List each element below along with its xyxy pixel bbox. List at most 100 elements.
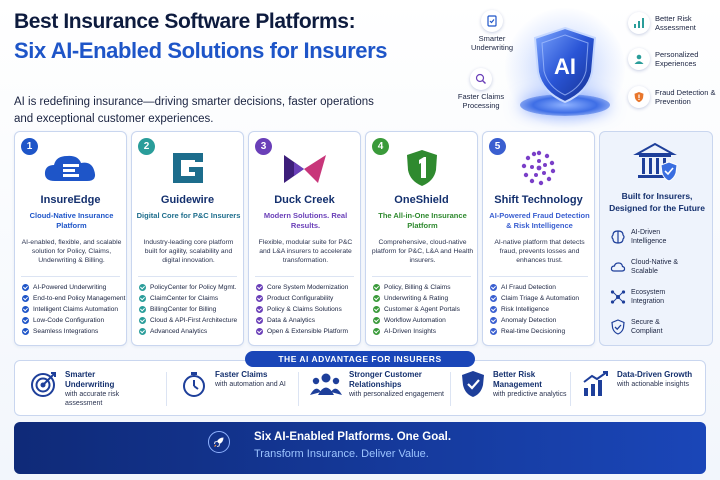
list-item: Policy & Claims Solutions (256, 304, 348, 315)
check-icon (490, 317, 497, 324)
cloud-icon (610, 262, 626, 272)
card-feature-list: Policy, Billing & Claims Underwriting & … (373, 282, 460, 337)
check-icon (373, 317, 380, 324)
card-tagline: Digital Core for P&C Insurers (136, 211, 241, 220)
list-item: PolicyCenter for Policy Mgmt. (139, 282, 237, 293)
advantage-divider (450, 372, 451, 406)
summary-item: Ecosystem Integration (610, 288, 691, 306)
check-icon (139, 306, 146, 313)
hero-feature-fraud: Fraud Detection & Prevention (628, 86, 717, 108)
magnifier-clock-icon (470, 68, 492, 90)
hero-feature-personalized: Personalized Experiences (628, 48, 711, 70)
person-icon (628, 48, 650, 70)
list-item: Underwriting & Rating (373, 293, 460, 304)
list-item: Anomaly Detection (490, 315, 579, 326)
hero-feature-underwriting: Smarter Underwriting (468, 10, 516, 52)
list-item: AI Fraud Detection (490, 282, 579, 293)
list-item: Real-time Decisioning (490, 326, 579, 337)
bar-chart-icon (628, 12, 650, 34)
card-divider (489, 276, 588, 277)
card-tagline: AI-Powered Fraud Detection & Risk Intell… (489, 211, 590, 230)
list-item: Risk Intelligence (490, 304, 579, 315)
list-item: BillingCenter for Billing (139, 304, 237, 315)
check-icon (256, 295, 263, 302)
check-icon (256, 284, 263, 291)
card-title: InsureEdge (40, 194, 101, 206)
list-item: Customer & Agent Portals (373, 304, 460, 315)
platform-card-duckcreek: 3 Duck Creek Modern Solutions. Real Resu… (248, 131, 361, 346)
list-item: Claim Triage & Automation (490, 293, 579, 304)
hero-graphic: AI Smarter Underwriting Faster Claims Pr… (450, 0, 720, 128)
card-feature-list: AI Fraud Detection Claim Triage & Automa… (490, 282, 579, 337)
clipboard-check-icon (481, 10, 503, 32)
summary-card: Built for Insurers, Designed for the Fut… (599, 131, 713, 346)
page-title: Best Insurance Software Platforms: (14, 10, 356, 33)
summary-item: AI-Driven Intelligence (610, 228, 691, 246)
list-item: Core System Modernization (256, 282, 348, 293)
check-icon (22, 328, 29, 335)
card-description: Industry-leading core platform built for… (143, 239, 234, 264)
list-item: Workflow Automation (373, 315, 460, 326)
check-icon (22, 295, 29, 302)
list-item: Advanced Analytics (139, 326, 237, 337)
card-tagline: Cloud-Native Insurance Platform (29, 211, 114, 230)
check-icon (22, 317, 29, 324)
advantage-divider (166, 372, 167, 406)
brain-icon (611, 230, 625, 244)
hero-platform (520, 94, 610, 116)
list-item: Low-Code Configuration (22, 315, 125, 326)
list-item: AI-Driven Insights (373, 326, 460, 337)
card-divider (255, 276, 354, 277)
growth-chart-icon (583, 371, 608, 396)
insureedge-logo (15, 146, 126, 190)
page-subtitle-heading: Six AI-Enabled Solutions for Insurers (14, 38, 388, 63)
card-title: Shift Technology (494, 194, 583, 206)
footer-headline: Six AI-Enabled Platforms. One Goal. (254, 431, 452, 443)
summary-item: Cloud-Native & Scalable (610, 258, 691, 276)
intro-text: AI is redefining insurance—driving smart… (14, 96, 374, 125)
hero-feature-risk: Better Risk Assessment (628, 12, 711, 34)
card-feature-list: PolicyCenter for Policy Mgmt. ClaimCente… (139, 282, 237, 337)
check-icon (373, 284, 380, 291)
target-icon (31, 372, 56, 397)
list-item: End-to-end Policy Management (22, 293, 125, 304)
check-icon (490, 306, 497, 313)
duckcreek-logo (249, 146, 360, 190)
list-item: Seamless Integrations (22, 326, 125, 337)
check-icon (373, 306, 380, 313)
platform-card-shift: 5 Shift Technology AI-Powered Fraud Dete… (482, 131, 595, 346)
advantage-panel (14, 360, 706, 416)
list-item: Cloud & API-First Architecture (139, 315, 237, 326)
rocket-icon (208, 431, 230, 453)
card-description: Flexible, modular suite for P&C and L&A … (258, 239, 353, 264)
card-feature-list: AI-Powered Underwriting End-to-end Polic… (22, 282, 125, 337)
guidewire-logo (132, 146, 243, 190)
card-divider (138, 276, 237, 277)
list-item: Data & Analytics (256, 315, 348, 326)
card-number-badge: 5 (489, 138, 506, 155)
ai-badge-text: AI (554, 54, 576, 79)
card-number-badge: 2 (138, 138, 155, 155)
check-icon (490, 295, 497, 302)
check-icon (139, 317, 146, 324)
card-number-badge: 4 (372, 138, 389, 155)
summary-title: Built for Insurers, Designed for the Fut… (609, 191, 705, 213)
check-icon (256, 317, 263, 324)
check-icon (22, 306, 29, 313)
network-icon (610, 290, 626, 304)
oneshield-logo (366, 146, 477, 190)
check-icon (490, 328, 497, 335)
list-item: ClaimCenter for Claims (139, 293, 237, 304)
card-number-badge: 1 (21, 138, 38, 155)
check-icon (373, 295, 380, 302)
hero-feature-claims: Faster Claims Processing (454, 68, 508, 110)
shield-alert-icon (628, 86, 650, 108)
list-item: Product Configurability (256, 293, 348, 304)
check-icon (139, 295, 146, 302)
card-tagline: The All-in-One Insurance Platform (378, 211, 467, 230)
summary-item: Secure & Compliant (610, 318, 691, 336)
